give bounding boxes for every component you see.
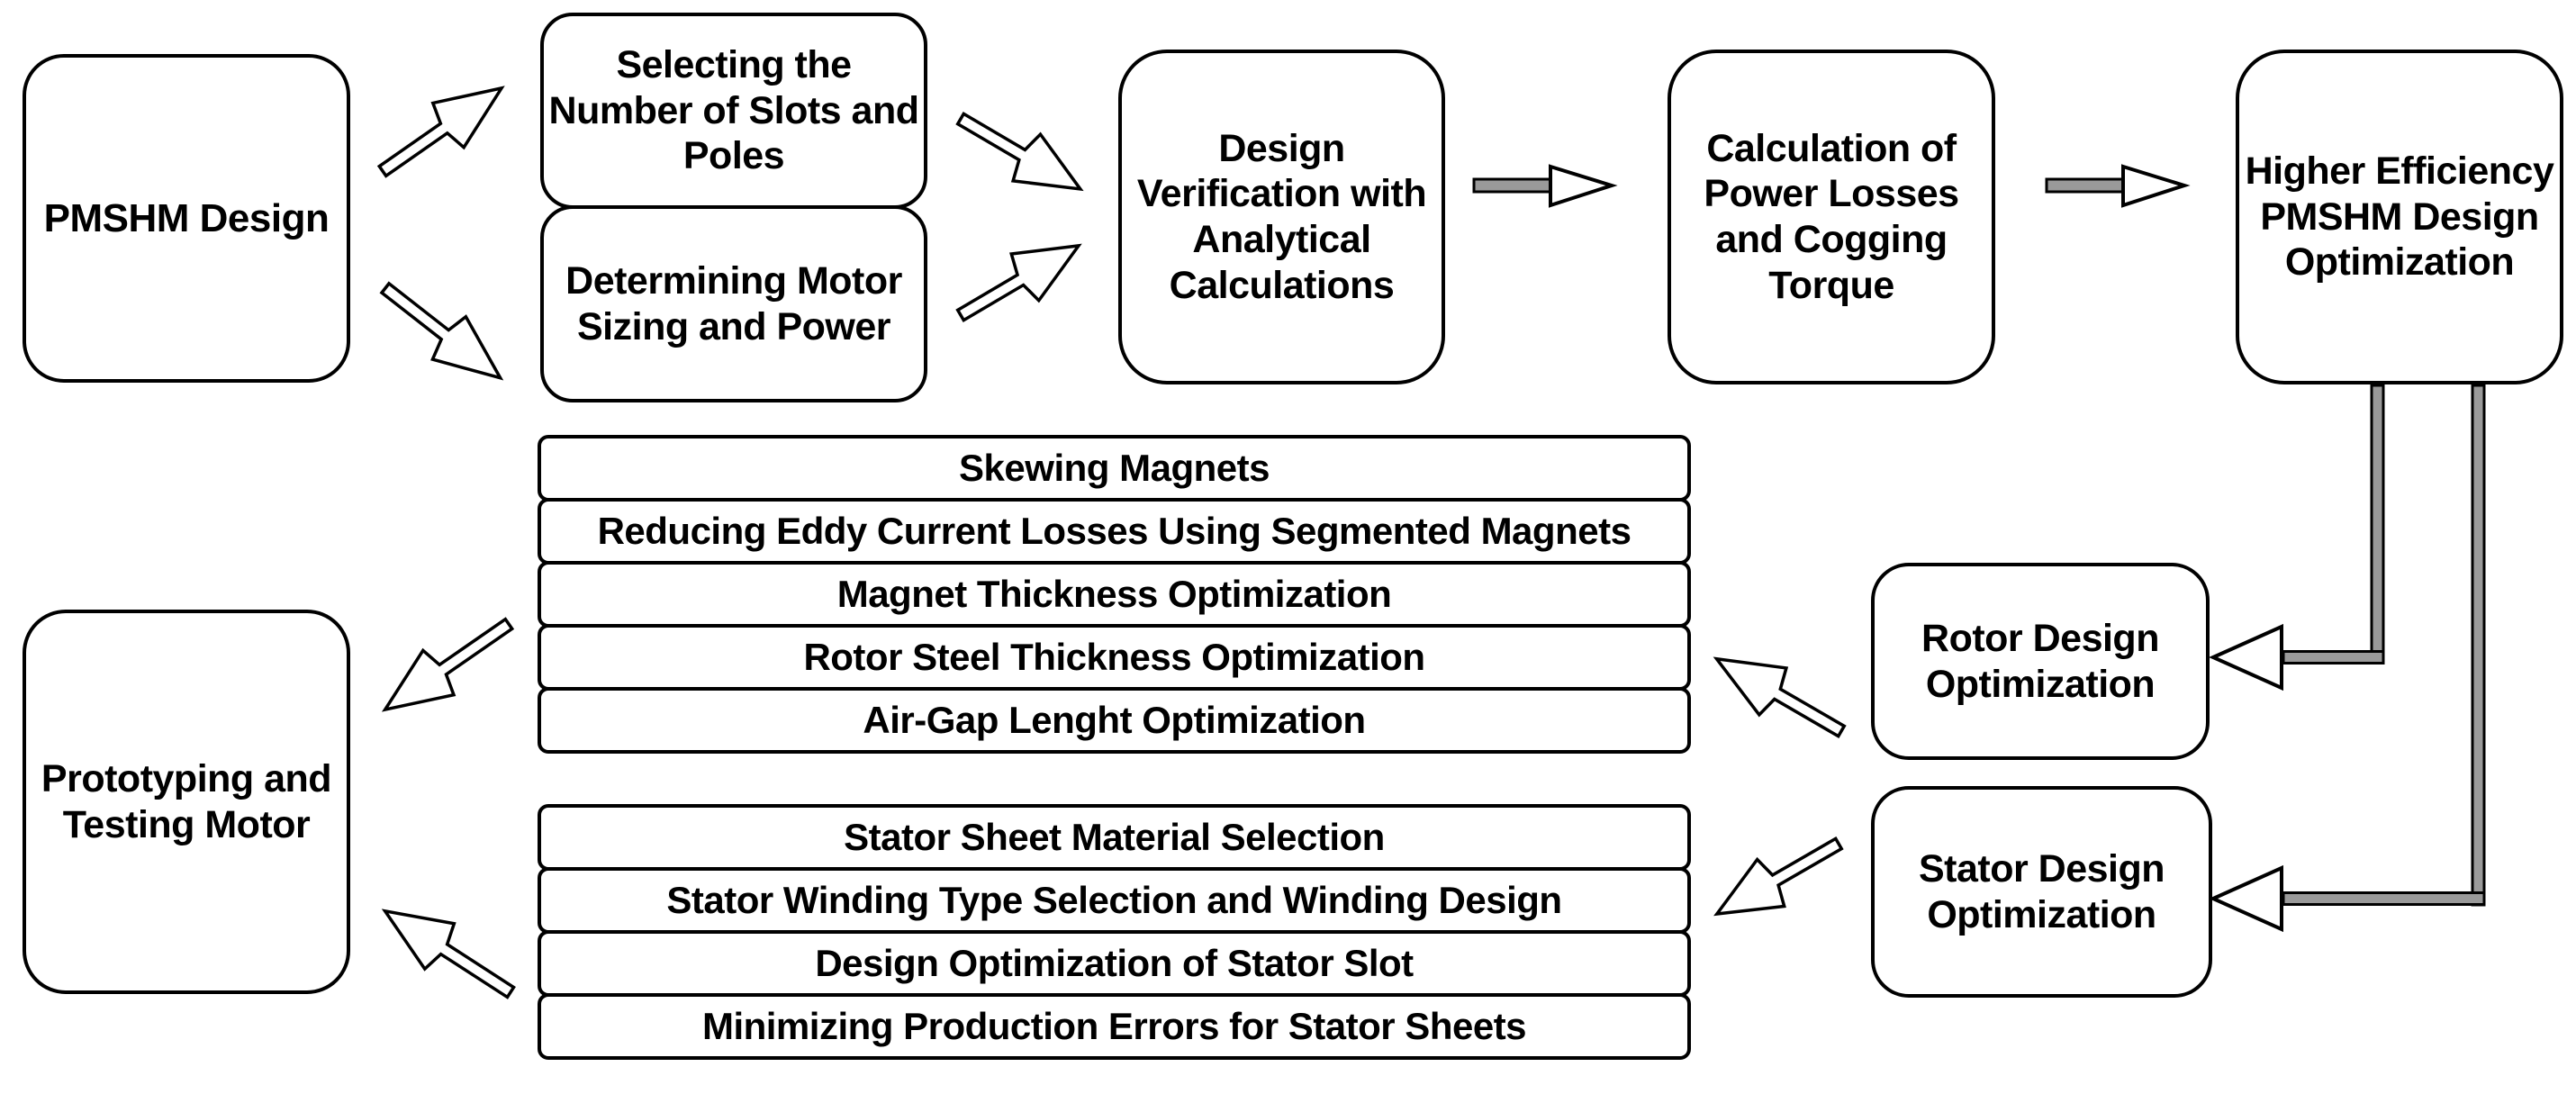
- stator-item-row: Design Optimization of Stator Slot: [538, 930, 1691, 997]
- node-stator-design-optimization-label: Stator Design Optimization: [1918, 846, 2165, 936]
- node-motor-sizing-power-label: Determining Motor Sizing and Power: [565, 258, 902, 348]
- rotor-item-row: Rotor Steel Thickness Optimization: [538, 624, 1691, 691]
- rotor-item-label: Air-Gap Lenght Optimization: [863, 699, 1366, 741]
- arrow-stator-items-to-prototyping: [381, 909, 516, 999]
- stator-item-label: Design Optimization of Stator Slot: [815, 942, 1414, 984]
- node-pmshm-design: PMSHM Design: [23, 54, 350, 383]
- node-prototyping-testing-label: Prototyping and Testing Motor: [41, 756, 332, 846]
- node-design-verification-label: Design Verification with Analytical Calc…: [1136, 126, 1427, 307]
- node-higher-efficiency-optimization: Higher Efficiency PMSHM Design Optimizat…: [2236, 50, 2563, 384]
- rotor-item-label: Reducing Eddy Current Losses Using Segme…: [597, 510, 1631, 552]
- stator-item-label: Stator Winding Type Selection and Windin…: [666, 879, 1562, 921]
- rotor-item-row: Air-Gap Lenght Optimization: [538, 687, 1691, 754]
- connector-higher-to-rotor: [2209, 384, 2385, 692]
- rotor-item-label: Rotor Steel Thickness Optimization: [803, 636, 1425, 678]
- node-power-losses-cogging-label: Calculation of Power Losses and Cogging …: [1704, 126, 1959, 307]
- arrow-slots-to-verification: [955, 111, 1084, 192]
- stator-item-row: Minimizing Production Errors for Stator …: [538, 993, 1691, 1060]
- node-motor-sizing-power: Determining Motor Sizing and Power: [540, 205, 927, 402]
- node-selecting-slots-poles: Selecting the Number of Slots and Poles: [540, 13, 927, 209]
- node-higher-efficiency-optimization-label: Higher Efficiency PMSHM Design Optimizat…: [2245, 149, 2554, 285]
- arrow-stator-to-stator-items: [1713, 836, 1844, 917]
- node-design-verification: Design Verification with Analytical Calc…: [1118, 50, 1445, 384]
- arrow-losses-to-higher: [2045, 164, 2191, 208]
- rotor-item-label: Magnet Thickness Optimization: [836, 573, 1392, 615]
- rotor-item-label: Skewing Magnets: [959, 447, 1270, 489]
- node-rotor-design-optimization: Rotor Design Optimization: [1871, 563, 2210, 760]
- node-power-losses-cogging: Calculation of Power Losses and Cogging …: [1668, 50, 1995, 384]
- arrow-rotor-to-rotor-items: [1713, 656, 1847, 739]
- node-prototyping-testing: Prototyping and Testing Motor: [23, 610, 350, 994]
- rotor-item-row: Skewing Magnets: [538, 435, 1691, 502]
- stator-item-row: Stator Sheet Material Selection: [538, 804, 1691, 871]
- arrow-verification-to-losses: [1472, 164, 1618, 208]
- node-selecting-slots-poles-label: Selecting the Number of Slots and Poles: [548, 42, 919, 178]
- stator-item-label: Stator Sheet Material Selection: [844, 816, 1385, 858]
- arrow-pmshm-to-sizing: [379, 281, 504, 381]
- node-rotor-design-optimization-label: Rotor Design Optimization: [1921, 616, 2159, 706]
- connector-higher-to-stator: [2209, 384, 2486, 933]
- arrow-pmshm-to-slots: [376, 86, 505, 178]
- arrow-sizing-to-verification: [955, 243, 1082, 322]
- node-pmshm-design-label: PMSHM Design: [43, 195, 330, 240]
- node-stator-design-optimization: Stator Design Optimization: [1871, 786, 2212, 998]
- rotor-item-row: Reducing Eddy Current Losses Using Segme…: [538, 498, 1691, 565]
- stator-item-label: Minimizing Production Errors for Stator …: [701, 1005, 1527, 1047]
- stator-item-row: Stator Winding Type Selection and Windin…: [538, 867, 1691, 934]
- arrow-rotor-items-to-prototyping: [381, 617, 515, 712]
- rotor-item-row: Magnet Thickness Optimization: [538, 561, 1691, 628]
